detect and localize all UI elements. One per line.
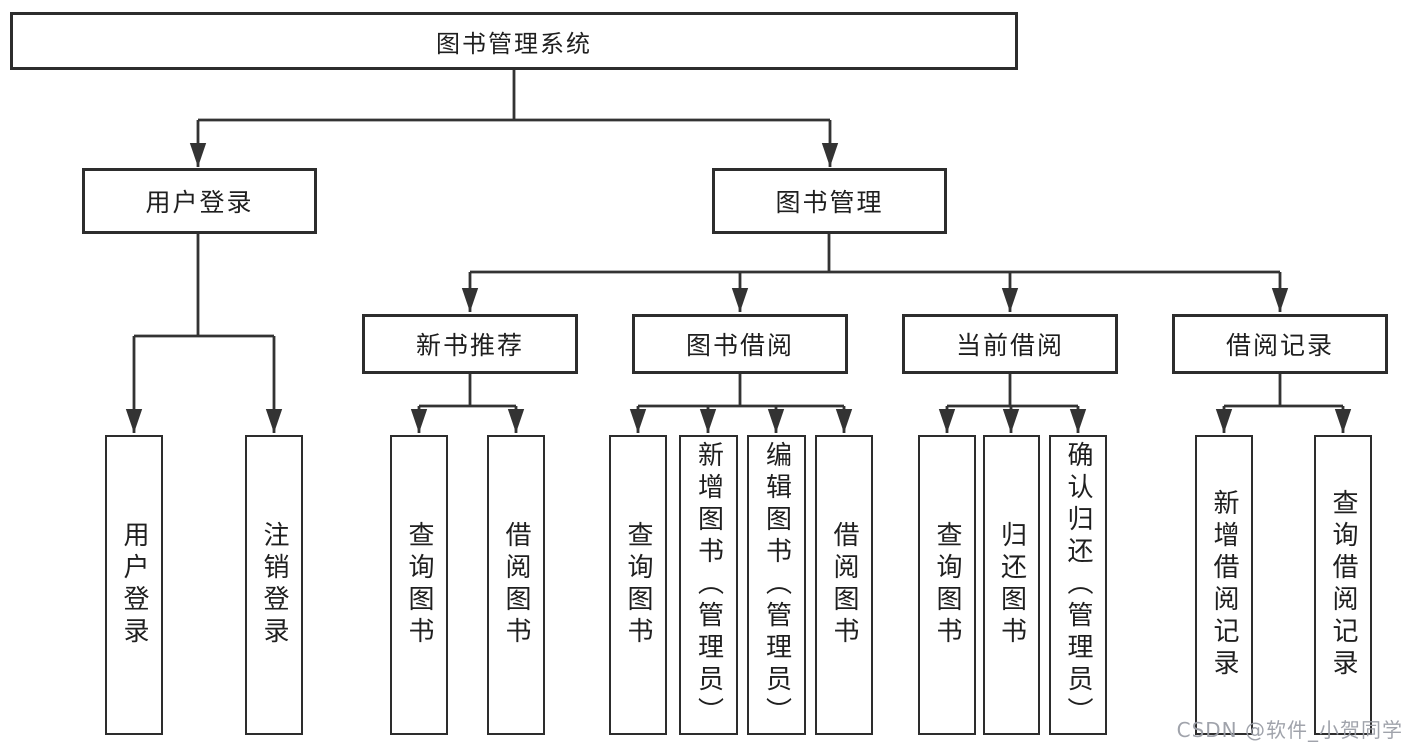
leaf-current-query-label: 查询图书 (932, 521, 962, 649)
leaf-borrowing-query-label: 查询图书 (623, 521, 653, 649)
leaf-borrowing-borrow: 借阅图书 (815, 435, 873, 735)
node-book-borrowing-label: 图书借阅 (685, 331, 794, 360)
leaf-newbooks-query-label: 查询图书 (404, 521, 434, 649)
node-current-borrowing: 当前借阅 (902, 314, 1118, 374)
leaf-newbooks-query: 查询图书 (390, 435, 448, 735)
connector-book-mgmt-to-level3 (461, 234, 1289, 312)
leaf-records-add-label: 新增借阅记录 (1209, 489, 1239, 681)
leaf-logout-label: 注销登录 (259, 521, 289, 649)
leaf-user-login: 用户登录 (105, 435, 163, 735)
node-user-login-label: 用户登录 (145, 188, 254, 217)
leaf-newbooks-borrow: 借阅图书 (487, 435, 545, 735)
node-root: 图书管理系统 (10, 12, 1018, 70)
leaf-borrowing-borrow-label: 借阅图书 (829, 521, 859, 649)
leaf-borrowing-query: 查询图书 (609, 435, 667, 735)
leaf-borrowing-edit-admin: 编辑图书（管理员） (747, 435, 806, 735)
connector-current-to-leaves (938, 374, 1087, 433)
leaf-current-return: 归还图书 (983, 435, 1040, 735)
leaf-borrowing-add-admin-label: 新增图书（管理员） (693, 441, 724, 729)
node-book-management: 图书管理 (712, 168, 947, 234)
connector-user-login-to-leaves (125, 234, 283, 433)
leaf-current-confirm-admin: 确认归还（管理员） (1049, 435, 1107, 735)
connector-records-to-leaves (1215, 374, 1352, 433)
node-new-book-recommend: 新书推荐 (362, 314, 578, 374)
node-root-label: 图书管理系统 (436, 29, 592, 58)
leaf-current-query: 查询图书 (918, 435, 976, 735)
connector-new-books-to-leaves (410, 374, 525, 433)
leaf-records-query: 查询借阅记录 (1314, 435, 1372, 735)
node-book-borrowing: 图书借阅 (632, 314, 848, 374)
node-new-book-recommend-label: 新书推荐 (415, 331, 524, 360)
leaf-records-query-label: 查询借阅记录 (1328, 489, 1358, 681)
node-borrow-records-label: 借阅记录 (1225, 331, 1334, 360)
connector-borrowing-to-leaves (629, 374, 853, 433)
leaf-user-login-label: 用户登录 (119, 521, 149, 649)
leaf-borrowing-edit-admin-label: 编辑图书（管理员） (761, 441, 792, 729)
leaf-current-return-label: 归还图书 (996, 521, 1027, 649)
node-borrow-records: 借阅记录 (1172, 314, 1388, 374)
node-user-login: 用户登录 (82, 168, 317, 234)
node-current-borrowing-label: 当前借阅 (955, 331, 1064, 360)
leaf-logout: 注销登录 (245, 435, 303, 735)
node-book-management-label: 图书管理 (775, 188, 884, 217)
connector-root-to-level2 (189, 70, 839, 167)
leaf-current-confirm-admin-label: 确认归还（管理员） (1063, 441, 1093, 729)
csdn-watermark: CSDN @软件_小贺同学 (1176, 718, 1403, 742)
leaf-records-add: 新增借阅记录 (1195, 435, 1253, 735)
leaf-borrowing-add-admin: 新增图书（管理员） (679, 435, 738, 735)
leaf-newbooks-borrow-label: 借阅图书 (501, 521, 531, 649)
